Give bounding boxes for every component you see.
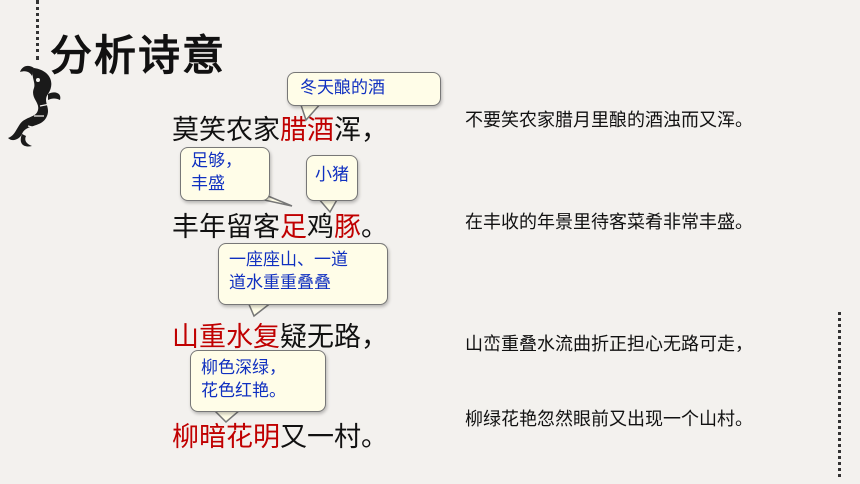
note-text: 足够， [191, 151, 242, 171]
translation-1: 不要笑农家腊月里酿的酒浊而又浑。 [465, 110, 753, 131]
note-text: 道水重重叠叠 [229, 273, 331, 293]
poem-line-4: 柳暗花明又一村。 [172, 415, 388, 454]
highlight-word: 豚 [334, 212, 361, 243]
poem-text: 浑， [334, 115, 388, 146]
poem-line-1: 莫笑农家腊酒浑， [172, 108, 388, 147]
note-callout: 足够， 丰盛 [180, 147, 270, 201]
poem-text: 莫笑农家 [172, 115, 280, 146]
poem-text: 又一村。 [280, 422, 388, 453]
dragon-ornament-icon [8, 65, 61, 147]
note-callout: 柳色深绿， 花色红艳。 [190, 350, 326, 412]
left-dotted-line [36, 0, 39, 60]
poem-line-2: 丰年留客足鸡豚。 [172, 205, 388, 244]
highlight-word: 足 [280, 212, 307, 243]
translation-2: 在丰收的年景里待客菜肴非常丰盛。 [465, 212, 753, 233]
note-text: 柳色深绿， [201, 358, 286, 378]
translation-3: 山峦重叠水流曲折正担心无路可走， [465, 334, 753, 355]
note-text: 丰盛 [191, 174, 225, 194]
highlight-word: 山重水复 [172, 322, 280, 353]
poem-text: 疑无路， [280, 322, 388, 353]
highlight-word: 腊酒 [280, 115, 334, 146]
highlight-word: 柳暗花明 [172, 422, 280, 453]
poem-text: 。 [361, 212, 388, 243]
note-text: 小猪 [315, 165, 349, 185]
note-text: 花色红艳。 [201, 381, 286, 401]
note-callout: 冬天酿的酒 [287, 72, 441, 106]
note-text: 冬天酿的酒 [300, 78, 385, 98]
poem-text: 鸡 [307, 212, 334, 243]
note-callout: 小猪 [306, 155, 358, 201]
poem-text: 丰年留客 [172, 212, 280, 243]
right-dotted-line [838, 312, 841, 477]
note-callout: 一座座山、一道 道水重重叠叠 [218, 243, 388, 305]
page-title: 分析诗意 [50, 31, 227, 80]
poem-line-3: 山重水复疑无路， [172, 315, 388, 354]
translation-4: 柳绿花艳忽然眼前又出现一个山村。 [465, 409, 753, 430]
note-text: 一座座山、一道 [229, 250, 348, 270]
